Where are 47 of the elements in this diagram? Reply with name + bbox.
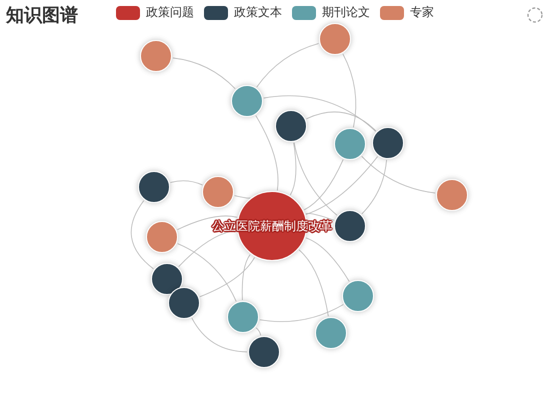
legend-label: 期刊论文 bbox=[322, 4, 370, 21]
link-line bbox=[290, 142, 296, 196]
entity-circle bbox=[334, 210, 366, 242]
link-line bbox=[170, 180, 203, 186]
legend-label: 政策问题 bbox=[146, 4, 194, 21]
link-line bbox=[191, 318, 248, 352]
link-line bbox=[199, 257, 255, 298]
link-line bbox=[177, 243, 237, 302]
legend-label: 专家 bbox=[410, 4, 434, 21]
link-line bbox=[306, 156, 378, 215]
link-line bbox=[294, 142, 338, 216]
entity-circle bbox=[315, 317, 347, 349]
entity-circle bbox=[248, 336, 280, 368]
entity-circle bbox=[334, 128, 366, 160]
link-line bbox=[298, 249, 329, 317]
entity-circle bbox=[168, 287, 200, 319]
entity-circle bbox=[342, 280, 374, 312]
entity-circle bbox=[227, 301, 259, 333]
link-line bbox=[304, 159, 344, 210]
entity-circle bbox=[138, 171, 170, 203]
link-line bbox=[172, 58, 236, 90]
link-line bbox=[130, 200, 154, 270]
entity-circle bbox=[151, 263, 183, 295]
entity-circle bbox=[140, 40, 172, 72]
link-line bbox=[361, 156, 436, 194]
link-line bbox=[342, 54, 356, 128]
entity-circle bbox=[231, 85, 263, 117]
link-line bbox=[242, 254, 250, 300]
link-line bbox=[306, 112, 376, 132]
link-line bbox=[362, 160, 387, 214]
link-line bbox=[256, 327, 262, 336]
entity-circle bbox=[146, 221, 178, 253]
entity-circle bbox=[436, 179, 468, 211]
link-line bbox=[256, 43, 319, 88]
link-line bbox=[259, 304, 344, 322]
link-line bbox=[234, 195, 250, 199]
link-line bbox=[306, 238, 350, 282]
entity-circle bbox=[275, 110, 307, 142]
legend-label: 政策文本 bbox=[234, 4, 282, 21]
entity-circle bbox=[202, 176, 234, 208]
entity-circle bbox=[372, 127, 404, 159]
link-line bbox=[305, 213, 334, 221]
link-line bbox=[176, 216, 238, 230]
chart-title: 知识图谱 bbox=[6, 4, 78, 27]
link-line bbox=[255, 115, 278, 191]
link-line bbox=[263, 95, 376, 132]
entity-circle bbox=[319, 23, 351, 55]
